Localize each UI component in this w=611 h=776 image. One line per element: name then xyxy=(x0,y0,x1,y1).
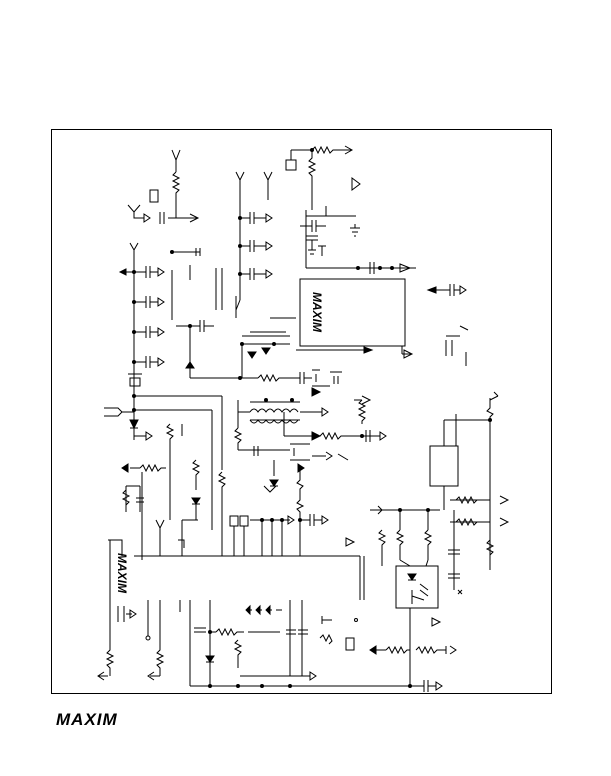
secondary-switch xyxy=(238,443,349,520)
transformer xyxy=(233,395,387,450)
upper-ic xyxy=(270,262,469,366)
top-left-input-section xyxy=(127,149,200,224)
left-chip-brand: MAXIM xyxy=(115,553,129,594)
schematic-frame xyxy=(51,129,552,694)
footer-maxim-logo: MAXIM xyxy=(56,710,118,729)
right-feedback-section xyxy=(369,391,510,686)
left-ic xyxy=(97,539,360,681)
left-supply-bus xyxy=(104,242,240,441)
switching-stage xyxy=(211,331,342,530)
bottom-power-section xyxy=(189,600,443,692)
left-mid-network xyxy=(121,423,227,560)
decoupling-caps-column xyxy=(235,171,273,318)
upper-chip-brand: MAXIM xyxy=(310,292,324,333)
bottom-center-network xyxy=(229,514,365,600)
top-right-supply xyxy=(285,145,361,268)
